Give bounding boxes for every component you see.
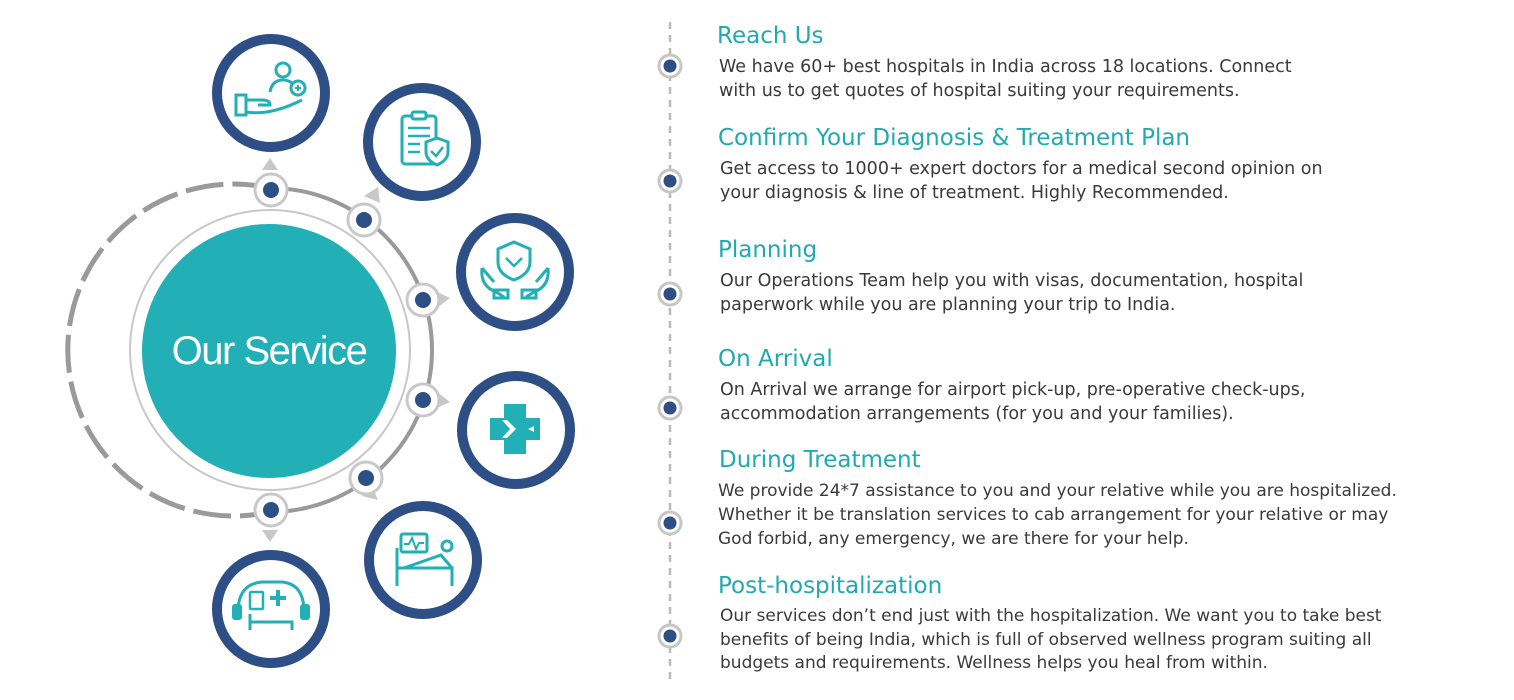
- hand-person-icon: [212, 34, 330, 152]
- ring-connectors: [253, 158, 450, 542]
- step-body: Our services don’t end just with the hos…: [720, 606, 1382, 673]
- step-confirm-diagnosis: Confirm Your Diagnosis & Treatment Plan …: [718, 124, 1323, 205]
- step-title: Post-hospitalization: [718, 573, 943, 599]
- connector-dot: [346, 187, 382, 238]
- step-title: Confirm Your Diagnosis & Treatment Plan: [718, 125, 1191, 151]
- timeline-dot: [657, 281, 683, 307]
- step-body: On Arrival we arrange for airport pick-u…: [720, 380, 1306, 424]
- medical-cross-plane-icon: [457, 371, 575, 489]
- center-label: Our Service: [171, 328, 368, 373]
- step-title: Reach Us: [717, 23, 824, 49]
- step-reach-us: Reach Us We have 60+ best hospitals in I…: [717, 22, 1292, 103]
- step-title: On Arrival: [718, 346, 833, 372]
- connector-dot: [405, 282, 450, 318]
- connector-dot: [253, 492, 289, 542]
- step-body: Get access to 1000+ expert doctors for a…: [720, 159, 1323, 203]
- connector-dot: [348, 460, 384, 500]
- step-planning: Planning Our Operations Team help you wi…: [718, 236, 1303, 317]
- service-diagram: [65, 34, 575, 668]
- timeline-dot: [657, 168, 683, 194]
- hospital-bed-monitor-icon: [364, 501, 482, 619]
- timeline-line: [657, 22, 683, 680]
- connector-dot: [253, 158, 289, 208]
- step-on-arrival: On Arrival On Arrival we arrange for air…: [718, 345, 1305, 426]
- step-during-treatment: During Treatment We provide 24*7 assista…: [716, 446, 1397, 551]
- timeline-dot: [657, 510, 683, 536]
- step-body: We have 60+ best hospitals in India acro…: [719, 57, 1292, 101]
- step-title: During Treatment: [719, 447, 921, 473]
- step-body: We provide 24*7 assistance to you and yo…: [718, 481, 1397, 549]
- center-circle: [142, 224, 396, 478]
- clipboard-shield-icon: [363, 83, 481, 201]
- outer-ring-right: [269, 186, 434, 514]
- timeline-dot: [657, 623, 683, 649]
- timeline-dot: [657, 53, 683, 79]
- outer-ring: [65, 181, 271, 519]
- step-body: Our Operations Team help you with visas,…: [720, 271, 1304, 315]
- connector-dot: [405, 382, 450, 418]
- step-post-hospitalization: Post-hospitalization Our services don’t …: [718, 572, 1381, 676]
- inner-ring: [129, 209, 411, 491]
- timeline-dot: [657, 395, 683, 421]
- hospital-bed-headset-icon: [212, 550, 330, 668]
- step-title: Planning: [718, 237, 818, 263]
- hands-shield-icon: [456, 213, 574, 331]
